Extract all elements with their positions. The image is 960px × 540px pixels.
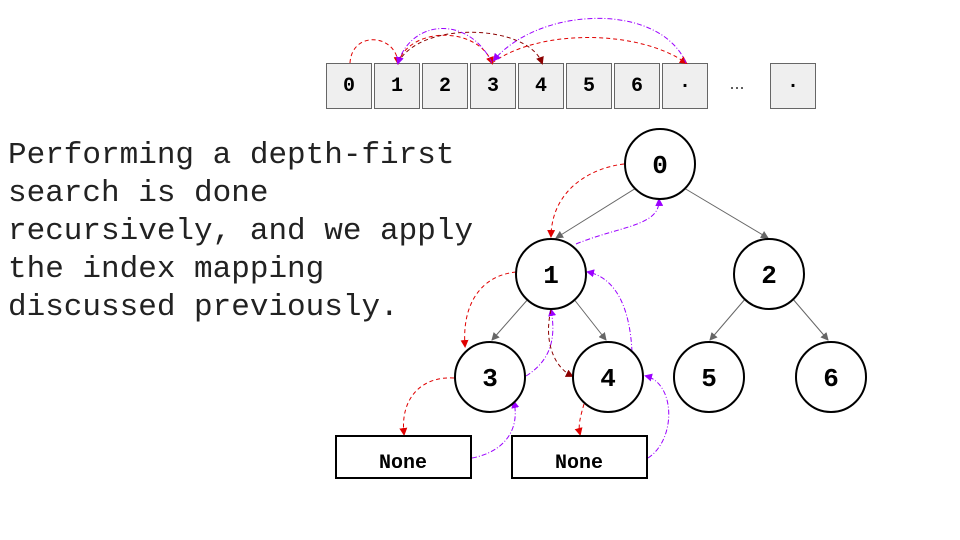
array-cell-last: · [770,63,816,109]
edge-0-2 [683,187,769,239]
tree-node-2: 2 [733,238,805,310]
array-arrow-3-7 [491,37,688,65]
dfs-arrow-1-3 [460,271,517,348]
none-box-left-label: None [379,452,427,475]
array-cell-0: 0 [326,63,372,109]
edge-1-4 [572,297,607,341]
tree-node-6: 6 [795,341,867,413]
edge-1-3 [491,297,530,341]
edge-2-6 [791,297,829,341]
none-box-right: None [511,435,648,479]
tree-node-3-label: 3 [482,364,498,394]
array-arrow-0-1 [349,39,402,65]
dfs-arrow-1-4 [548,309,574,377]
array-cell-5: 5 [566,63,612,109]
tree-node-5-label: 5 [701,364,717,394]
array-cell-1: 1 [374,63,420,109]
array-ellipsis: ... [729,73,745,93]
tree-node-2-label: 2 [761,261,777,291]
array-arrow-1-4 [397,31,544,65]
tree-node-3: 3 [454,341,526,413]
dfs-arrow-3-none [399,377,455,436]
edge-2-5 [709,297,747,341]
tree-node-4: 4 [572,341,644,413]
none-box-right-label: None [555,452,603,475]
tree-node-1-label: 1 [543,261,559,291]
tree-node-0: 0 [624,128,696,200]
array-arrow-1-3 [397,34,494,65]
array-cell-4: 4 [518,63,564,109]
tree-node-6-label: 6 [823,364,839,394]
description-text: Performing a depth-first search is done … [8,138,474,325]
dfs-arrow-none-3-return [471,400,520,459]
dfs-arrow-none-4-return [644,373,670,459]
edge-0-1 [555,187,637,239]
array-arrows [349,18,688,65]
array-cell-7: · [662,63,708,109]
dfs-arrows [399,163,670,459]
dfs-arrow-4-none [574,403,585,436]
dfs-arrow-0-1 [547,163,625,238]
tree-node-5: 5 [673,341,745,413]
array-arrow-7-3-return [492,18,687,64]
tree-edges [491,187,829,341]
array-cell-3: 3 [470,63,516,109]
dfs-arrow-1-0-return [575,198,664,245]
tree-node-0-label: 0 [652,151,668,181]
tree-node-1: 1 [515,238,587,310]
array-arrow-3-1-return [395,28,493,65]
array-cell-6: 6 [614,63,660,109]
tree-node-4-label: 4 [600,364,616,394]
none-box-left: None [335,435,472,479]
dfs-arrow-4-1-return [586,269,633,353]
array-cell-2: 2 [422,63,468,109]
